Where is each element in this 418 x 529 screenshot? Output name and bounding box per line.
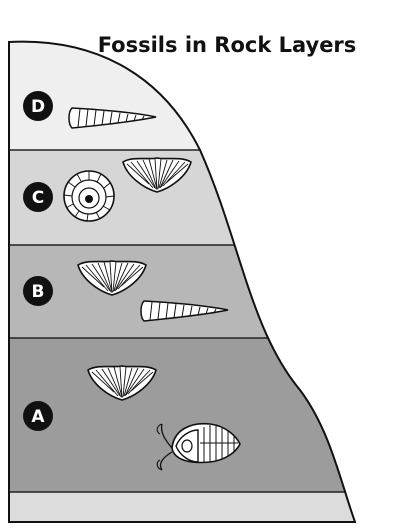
svg-text:C: C xyxy=(32,188,44,208)
rock-layer-a xyxy=(0,338,418,492)
rock-layer-d xyxy=(0,0,418,150)
label-badge-b: B xyxy=(23,276,53,306)
rock-layer-c xyxy=(0,150,418,245)
label-badge-a: A xyxy=(23,401,53,431)
diagram-title: Fossils in Rock Layers xyxy=(98,33,357,57)
ammonite-fossil xyxy=(64,171,114,221)
svg-text:B: B xyxy=(32,282,45,302)
rock-layer-b xyxy=(0,245,418,338)
svg-text:D: D xyxy=(31,97,45,117)
svg-text:A: A xyxy=(31,407,45,427)
label-badge-c: C xyxy=(23,182,53,212)
label-badge-d: D xyxy=(23,91,53,121)
rock-layer-bottom xyxy=(0,492,418,529)
